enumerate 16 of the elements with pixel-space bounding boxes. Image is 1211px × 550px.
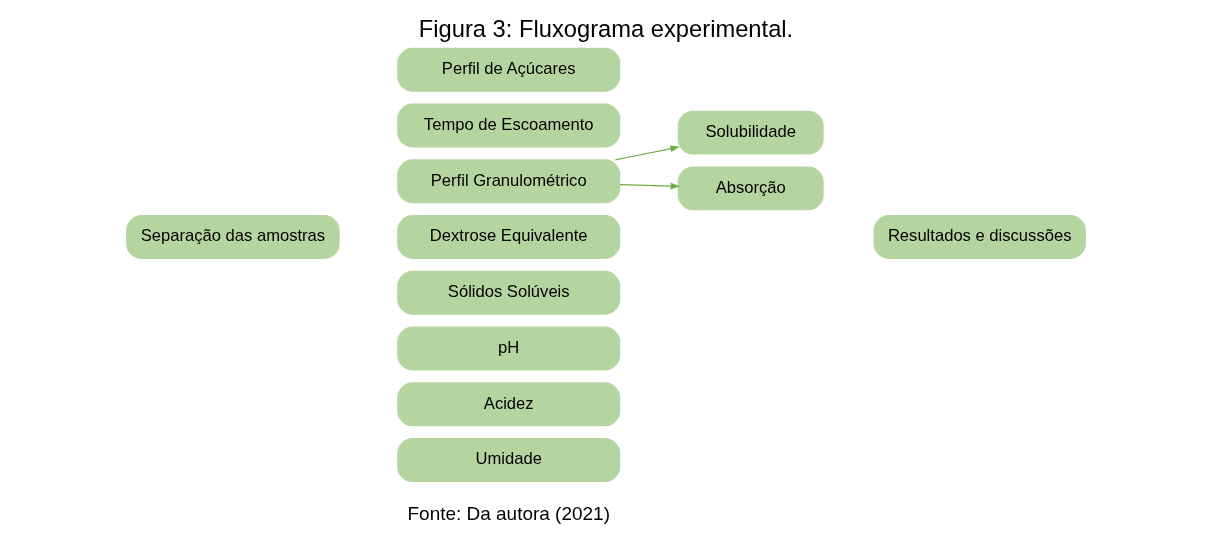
node-box: Sólidos Solúveis <box>396 270 620 315</box>
node-box: pH <box>396 326 620 371</box>
node-box: Solubilidade <box>677 110 824 155</box>
node-box: Dextrose Equivalente <box>396 215 620 259</box>
diagram-title: Figura 3: Fluxograma experimental. <box>418 15 793 42</box>
node-box: Resultados e discussões <box>873 215 1086 259</box>
caption: Fonte: Da autora (2021) <box>407 503 610 525</box>
node-box: Tempo de Escoamento <box>396 103 620 148</box>
node-box: Umidade <box>396 438 620 482</box>
node-box: Perfil Granulométrico <box>396 159 620 204</box>
node-box: Absorção <box>677 166 824 211</box>
node-box: Separação das amostras <box>125 215 340 259</box>
arrow <box>618 182 680 190</box>
node-box: Acidez <box>396 382 620 427</box>
arrow <box>614 145 680 161</box>
node-box: Perfil de Açúcares <box>396 47 620 92</box>
